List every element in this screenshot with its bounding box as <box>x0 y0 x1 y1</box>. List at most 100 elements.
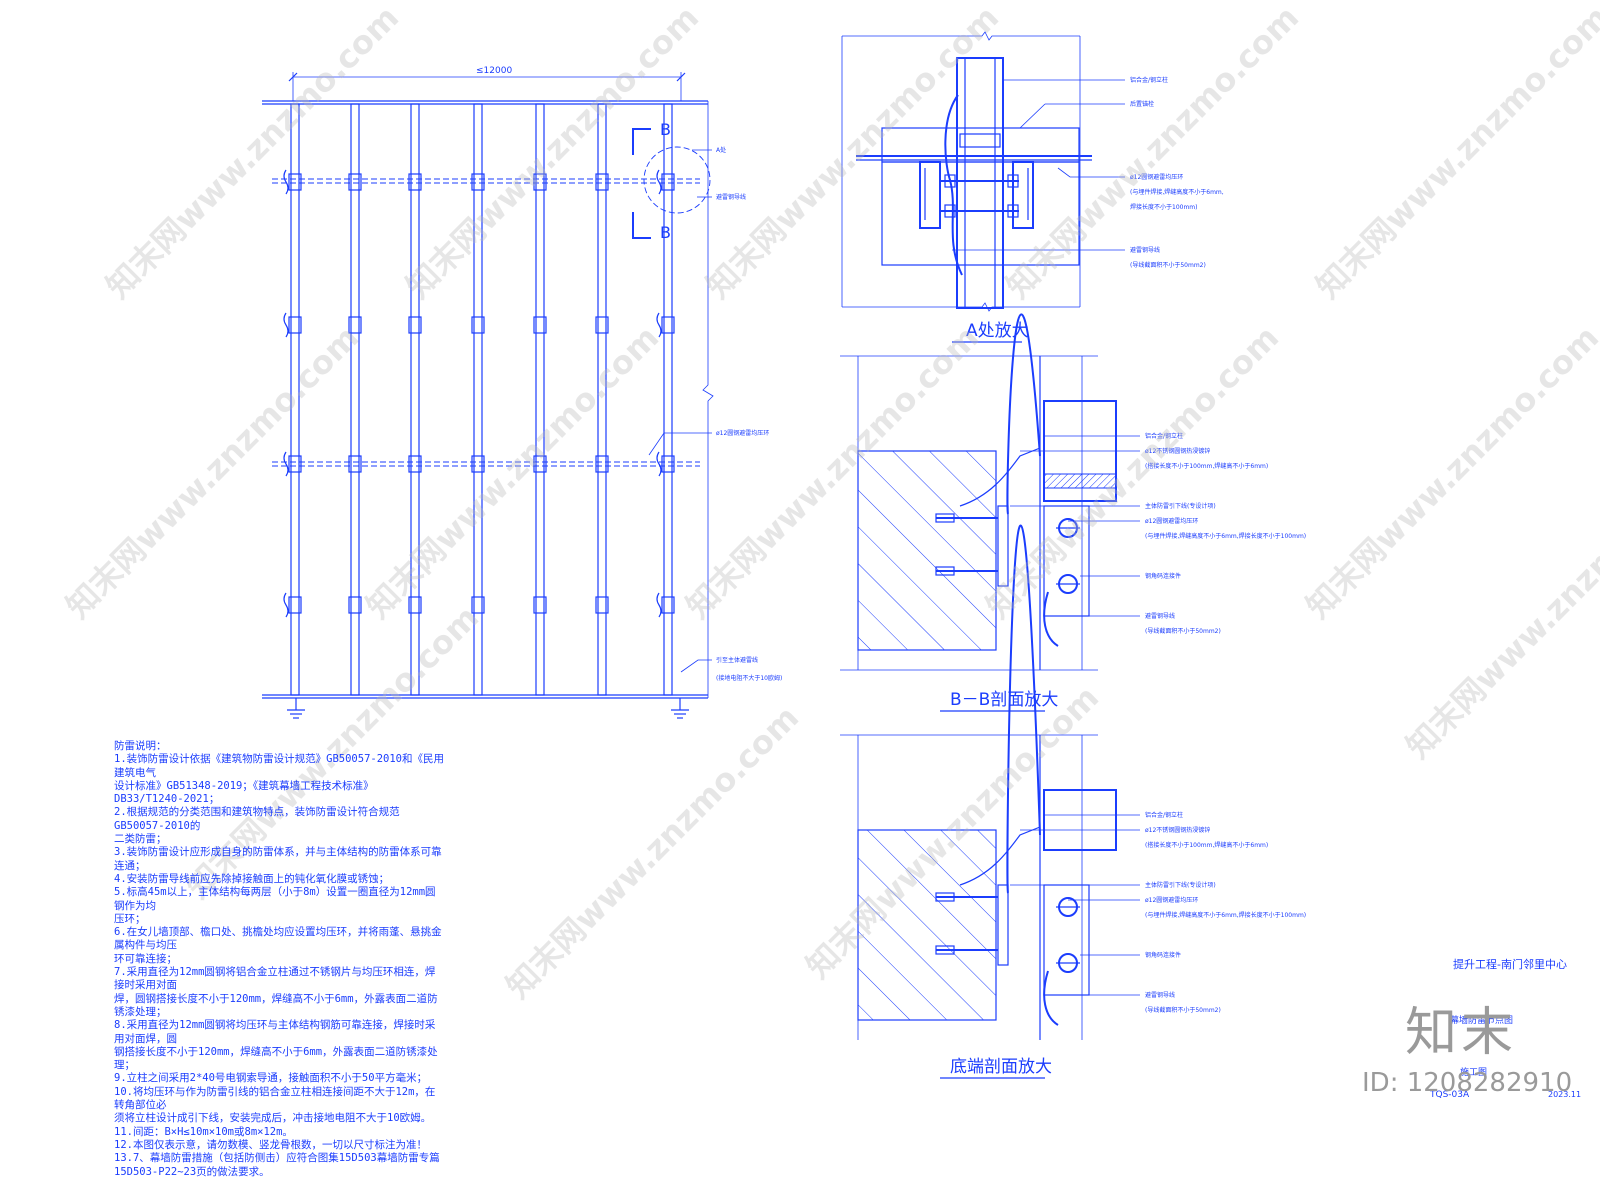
detail-a-title: A处放大 <box>966 321 1029 341</box>
callout-label: 钢角码连接件 <box>1145 572 1181 580</box>
callout-label: ø12圆钢避雷均压环 <box>1145 896 1198 904</box>
note-line: 二类防雷； <box>114 833 167 846</box>
mullion-joint <box>471 455 485 473</box>
curtain-wall-elevation: ≤12000 B B A处 避雷钢导线 ø12圆钢避雷均压环 引至主体避雷线 <box>262 66 782 719</box>
mullion-joint <box>533 455 547 473</box>
conductor-loop <box>656 451 662 477</box>
drawing-number: TQS-03A <box>1429 1090 1470 1100</box>
ground-label-2: (接地电阻不大于10欧姆) <box>716 674 782 682</box>
mullion-joint <box>533 173 547 191</box>
mullion-joint <box>408 173 422 191</box>
watermark-text: 知末网www.znzmo.com <box>399 0 706 306</box>
mullion-joint <box>595 596 609 614</box>
notes-heading: 防雷说明： <box>114 740 167 752</box>
note-line: 须将立柱设计成引下线，安装完成后，冲击接地电阻不大于10欧姆。 <box>114 1112 432 1125</box>
note-line: 压环； <box>114 912 146 925</box>
callout-label: 主体防雷引下线(专设计项) <box>1145 502 1216 510</box>
mullion-joint <box>288 455 302 473</box>
section-mark-bottom: B <box>660 223 671 242</box>
callout-label: 避雷钢导线 <box>1145 612 1175 620</box>
mullion-joint <box>288 316 302 334</box>
dimension-text: ≤12000 <box>476 66 512 76</box>
mullion-joint <box>471 173 485 191</box>
mullion-joint <box>595 455 609 473</box>
watermark-text: 知末网www.znzmo.com <box>359 318 666 625</box>
note-line: 5.标高45m以上，主体结构每两层（小于8m）设置一圈直径为12mm圆钢作为均 <box>114 886 436 912</box>
mullion <box>290 103 300 696</box>
mullion-joint <box>661 455 675 473</box>
callout-label: (搭接长度不小于100mm,焊缝高不小于6mm) <box>1145 462 1268 470</box>
note-line: 7.采用直径为12mm圆钢将铝合金立柱通过不锈钢片与均压环相连，焊接时采用对面 <box>114 966 436 992</box>
callout-label: ø12圆钢避雷均压环 <box>1145 517 1198 525</box>
watermark-text: 知末网www.znzmo.com <box>1299 318 1600 625</box>
detail-a-label-2: ø12圆钢避雷均压环 <box>1130 173 1183 181</box>
note-line: 9.立柱之间采用2*40号电钢索导通，接触面积不小于50平方毫米； <box>114 1072 428 1085</box>
ground-symbol-right <box>671 698 689 719</box>
mullion-joint <box>288 173 302 191</box>
conductor-loop <box>656 169 662 195</box>
callout-label: 铝合金/钢立柱 <box>1145 811 1183 819</box>
drawing-name: 幕墙防雷节点图 <box>1450 1014 1513 1026</box>
note-line: 2.根据规范的分类范围和建筑物特点，装饰防雷设计符合规范GB50057-2010… <box>114 806 400 832</box>
drawing-date: 2023.11 <box>1548 1090 1581 1099</box>
detail-a-label-6: (导线截面积不小于50mm2) <box>1130 261 1206 269</box>
mullion-joint <box>661 316 675 334</box>
mullion-joint <box>408 596 422 614</box>
callout-label: (与埋件焊接,焊缝高度不小于6mm,焊接长度不小于100mm) <box>1145 532 1306 540</box>
note-line: 10.将均压环与作为防雷引线的铝合金立柱相连接间距不大于12m，在转角部位必 <box>114 1085 436 1112</box>
note-line: 环可靠连接； <box>114 952 177 965</box>
mullion-joint <box>348 455 362 473</box>
note-line: 13.7、幕墙防雷措施（包括防侧击）应符合图集15D503幕墙防雷专篇 <box>114 1152 440 1165</box>
watermark-text: 知末网www.znzmo.com <box>499 698 806 1005</box>
project-name: 提升工程-南门邻里中心 <box>1453 957 1567 971</box>
callout-label: 主体防雷引下线(专设计项) <box>1145 881 1216 889</box>
ground-label-1: 引至主体避雷线 <box>716 656 758 664</box>
note-line: 12.本图仅表示意，请勿数模、竖龙骨根数，一切以尺寸标注为准！ <box>114 1138 427 1151</box>
callout-label: 避雷钢导线 <box>1145 991 1175 999</box>
note-line: 15D503-P22~23页的做法要求。 <box>114 1165 270 1178</box>
mullion-joint <box>661 596 675 614</box>
detail-c: 铝合金/钢立柱ø12不锈钢圆钢热浸镀锌(搭接长度不小于100mm,焊缝高不小于6… <box>840 524 1306 1040</box>
note-line: 焊，圆钢搭接长度不小于120mm，焊缝高不小于6mm，外露表面二道防锈漆处理； <box>114 992 438 1018</box>
callout-label: ø12不锈钢圆钢热浸镀锌 <box>1145 826 1210 834</box>
note-line: 11.间距：B×H≤10m×10m或8m×12m。 <box>114 1125 293 1138</box>
callout-label: (与埋件焊接,焊缝高度不小于6mm,焊接长度不小于100mm) <box>1145 911 1306 919</box>
detail-a-label-4: 焊接长度不小于100mm) <box>1130 203 1197 211</box>
notes-lines: 1.装饰防雷设计依据《建筑物防雷设计规范》GB50057-2010和《民用建筑电… <box>114 753 444 1179</box>
mullion-joint <box>288 596 302 614</box>
drawing-stage: 施工图 <box>1460 1066 1487 1078</box>
mullion-joint <box>348 173 362 191</box>
callout-label: (导线截面积不小于50mm2) <box>1145 627 1221 635</box>
note-line: 6.在女儿墙顶部、檐口处、挑檐处均应设置均压环，并将雨蓬、悬挑金属构件与均压 <box>114 926 442 952</box>
callout-label: (导线截面积不小于50mm2) <box>1145 1006 1221 1014</box>
note-line: 3.装饰防雷设计应形成自身的防雷体系，并与主体结构的防雷体系可靠连通； <box>114 846 442 872</box>
mullion-joint <box>595 316 609 334</box>
note-line: 1.装饰防雷设计依据《建筑物防雷设计规范》GB50057-2010和《民用建筑电… <box>114 753 445 779</box>
zone-a-label: A处 <box>716 146 726 154</box>
callout-label: 铝合金/钢立柱 <box>1145 432 1183 440</box>
mullion-joint <box>348 596 362 614</box>
watermark-text: 知末网www.znzmo.com <box>1309 0 1600 306</box>
mullion <box>350 103 360 696</box>
mullion <box>663 103 673 696</box>
callout-label: ø12不锈钢圆钢热浸镀锌 <box>1145 447 1210 455</box>
cad-drawing: ≤12000 B B A处 避雷钢导线 ø12圆钢避雷均压环 引至主体避雷线 <box>59 0 1600 1100</box>
conductor-loop <box>283 312 289 338</box>
section-mark-top: B <box>660 120 671 139</box>
watermark-text: 知末网www.znzmo.com <box>699 0 1006 306</box>
mullion-joint <box>471 316 485 334</box>
watermark-text: 知末网www.znzmo.com <box>59 318 366 625</box>
conductor-loop <box>283 169 289 195</box>
conductor-loop <box>283 592 289 618</box>
note-line: 钢搭接长度不小于120mm，焊缝高不小于6mm，外露表面二道防锈漆处理； <box>114 1045 438 1072</box>
note-line: 8.采用直径为12mm圆钢将均压环与主体结构钢筋可靠连接，焊接时采用对面焊，圆 <box>114 1019 436 1045</box>
conductor-loop <box>656 592 662 618</box>
mullion-joint <box>408 455 422 473</box>
brand-id: ID: 1208282910 <box>1362 1068 1573 1098</box>
detail-a: 铝合金/钢立柱 后置锚栓 ø12圆钢避雷均压环 (与埋件焊接,焊缝高度不小于6m… <box>841 31 1224 343</box>
watermark-text: 知末网www.znzmo.com <box>99 0 406 306</box>
watermark-text: 知末网www.znzmo.com <box>999 0 1306 306</box>
detail-a-label-1: 后置锚栓 <box>1130 100 1154 108</box>
detail-b: 铝合金/钢立柱 ø12不锈钢圆钢热浸镀锌 (搭接长度不小于100mm,焊缝高不小于6… <box>840 313 1306 671</box>
note-line: 4.安装防雷导线前应先除掉接触面上的钝化氧化膜或锈蚀； <box>114 872 390 885</box>
